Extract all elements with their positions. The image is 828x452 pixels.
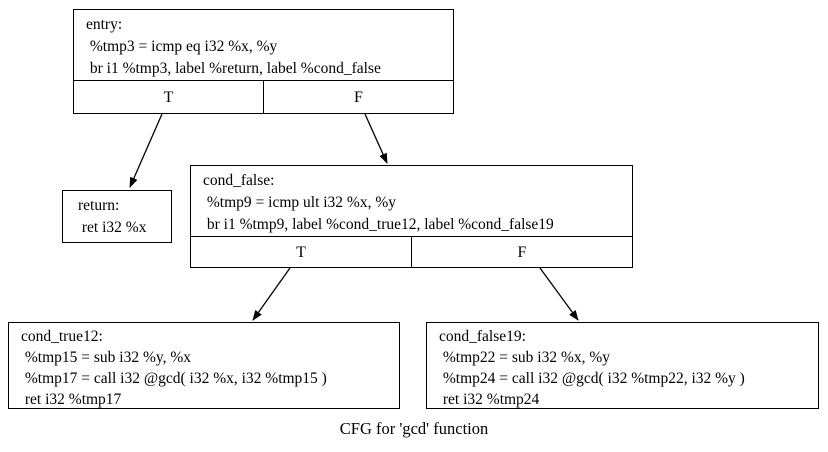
node-cond-false19-code: cond_false19: %tmp22 = sub i32 %x, %y %t… [427, 323, 818, 410]
edge-cond-false-false-to-cond-false19 [539, 267, 579, 321]
node-entry-ports: T F [74, 80, 453, 114]
basic-block-label: cond_true12: [21, 328, 103, 345]
node-cond-true12-code: cond_true12: %tmp15 = sub i32 %y, %x %tm… [9, 323, 399, 410]
instruction: ret i32 %x [78, 219, 147, 236]
instruction: %tmp24 = call i32 @gcd( i32 %tmp22, i32 … [439, 370, 745, 387]
instruction: ret i32 %tmp24 [439, 391, 540, 408]
instruction: %tmp9 = icmp ult i32 %x, %y [203, 194, 397, 211]
edge-cond-false-true-to-cond-true12 [252, 267, 291, 321]
node-entry-code: entry: %tmp3 = icmp eq i32 %x, %y br i1 … [74, 10, 453, 80]
basic-block-label: cond_false19: [439, 328, 526, 345]
node-cond-false19: cond_false19: %tmp22 = sub i32 %x, %y %t… [426, 322, 819, 409]
node-cond-true12: cond_true12: %tmp15 = sub i32 %y, %x %tm… [8, 322, 400, 409]
node-return-code: return: ret i32 %x [63, 191, 171, 242]
instruction: ret i32 %tmp17 [21, 391, 122, 408]
port-false: F [354, 88, 363, 106]
graph-caption: CFG for 'gcd' function [339, 419, 489, 438]
basic-block-label: return: [78, 197, 120, 214]
port-true: T [191, 237, 412, 268]
basic-block-label: cond_false: [203, 172, 275, 189]
node-cond-false-ports: T F [191, 236, 632, 268]
instruction: %tmp3 = icmp eq i32 %x, %y [86, 38, 278, 55]
port-true: T [74, 81, 264, 114]
instruction: %tmp15 = sub i32 %y, %x [21, 349, 192, 366]
instruction: br i1 %tmp3, label %return, label %cond_… [86, 60, 381, 77]
instruction: br i1 %tmp9, label %cond_true12, label %… [203, 216, 554, 233]
node-cond-false-code: cond_false: %tmp9 = icmp ult i32 %x, %y … [191, 166, 632, 236]
node-cond-false: cond_false: %tmp9 = icmp ult i32 %x, %y … [190, 165, 633, 268]
node-entry: entry: %tmp3 = icmp eq i32 %x, %y br i1 … [73, 9, 454, 114]
edge-entry-false-to-cond-false [364, 113, 388, 164]
edge-entry-true-to-return [129, 113, 163, 188]
instruction: %tmp22 = sub i32 %x, %y [439, 349, 611, 366]
basic-block-label: entry: [86, 16, 123, 33]
port-false: F [517, 243, 527, 261]
instruction: %tmp17 = call i32 @gcd( i32 %x, i32 %tmp… [21, 370, 327, 387]
node-return: return: ret i32 %x [62, 190, 172, 243]
